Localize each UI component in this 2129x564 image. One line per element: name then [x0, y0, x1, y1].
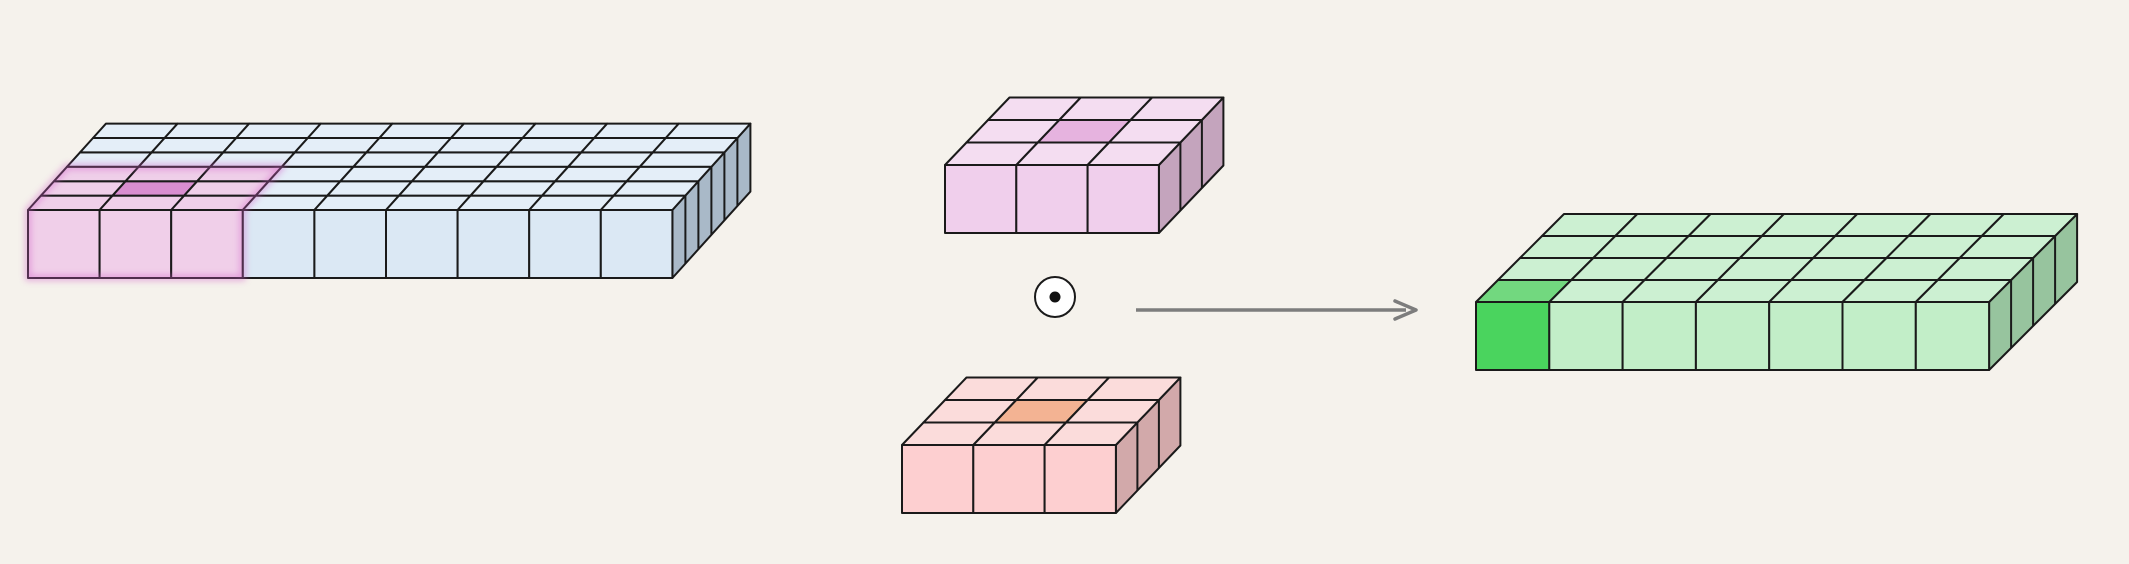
kernel-a-slab [944, 96, 1225, 234]
input-top-cell [528, 194, 615, 211]
output-front-cell [1694, 301, 1771, 371]
input-front-cell [456, 209, 531, 279]
input-top-cell [521, 122, 609, 139]
input-top-cell [79, 137, 166, 154]
input-top-cell [554, 165, 641, 183]
input-top-cell [385, 194, 472, 211]
input-top-cell [92, 122, 179, 139]
input-top-cell [541, 180, 628, 197]
input-top-cell [456, 194, 544, 211]
operator-dot [1049, 291, 1061, 303]
input-front-cell [98, 209, 173, 279]
output-feature-map [1475, 213, 2079, 371]
input-front-cell [313, 209, 387, 279]
input-top-cell [111, 180, 199, 197]
input-top-cell [398, 180, 485, 197]
input-top-cell [651, 137, 739, 154]
input-top-cell [339, 165, 426, 183]
output-front-cell [1914, 301, 1991, 371]
input-top-cell [306, 122, 394, 139]
output-front-cell [1841, 301, 1917, 371]
kernel-a-front-cell [944, 164, 1018, 234]
input-top-cell [450, 122, 537, 139]
input-top-cell [378, 122, 465, 139]
output-front-cell [1621, 301, 1697, 371]
arrow-head-icon [1393, 299, 1418, 321]
output-front-cell [1475, 301, 1551, 371]
input-top-cell [508, 137, 596, 154]
kernel-b-slab [901, 376, 1182, 514]
input-top-cell [612, 180, 700, 197]
input-top-cell [293, 137, 381, 154]
input-top-cell [580, 137, 667, 154]
input-top-cell [313, 194, 400, 211]
input-top-cell [150, 137, 238, 154]
elementwise-product-operator [1034, 276, 1076, 318]
input-top-cell [424, 151, 511, 168]
kernel-b-front-cell [901, 444, 975, 514]
kernel-b-front-cell [1043, 444, 1117, 514]
input-top-cell [599, 194, 687, 211]
input-feature-map [25, 122, 752, 281]
input-front-cell [528, 209, 602, 279]
result-arrow [1136, 299, 1418, 321]
input-front-cell [385, 209, 459, 279]
input-top-cell [638, 151, 726, 168]
input-top-cell [411, 165, 498, 183]
input-top-cell [98, 194, 186, 211]
kernel-a-front-cell [1015, 164, 1089, 234]
kernel-a-top-cell [1129, 96, 1225, 121]
input-top-cell [567, 151, 654, 168]
input-top-cell [593, 122, 680, 139]
kernel-b-front-cell [972, 444, 1046, 514]
input-top-cell [469, 180, 557, 197]
input-top-cell [280, 151, 368, 168]
input-front-cell [241, 209, 316, 279]
output-front-cell [1768, 301, 1844, 371]
input-top-cell [326, 180, 413, 197]
input-top-cell [664, 122, 752, 139]
input-top-cell [163, 122, 251, 139]
input-top-cell [625, 165, 713, 183]
receptive-field-glow [25, 164, 288, 281]
input-top-cell [495, 151, 583, 168]
input-top-cell [482, 165, 570, 183]
output-front-cell [1548, 301, 1624, 371]
output-top-cell [1980, 213, 2079, 237]
kernel-b-top-cell [1086, 376, 1182, 401]
input-front-cell [170, 209, 244, 279]
input-top-cell [437, 137, 524, 154]
input-front-cell [599, 209, 674, 279]
input-top-cell [365, 137, 452, 154]
input-top-cell [352, 151, 439, 168]
input-front-cell [27, 209, 101, 279]
kernel-a-front-cell [1086, 164, 1160, 234]
input-top-cell [222, 137, 309, 154]
input-top-cell [235, 122, 322, 139]
